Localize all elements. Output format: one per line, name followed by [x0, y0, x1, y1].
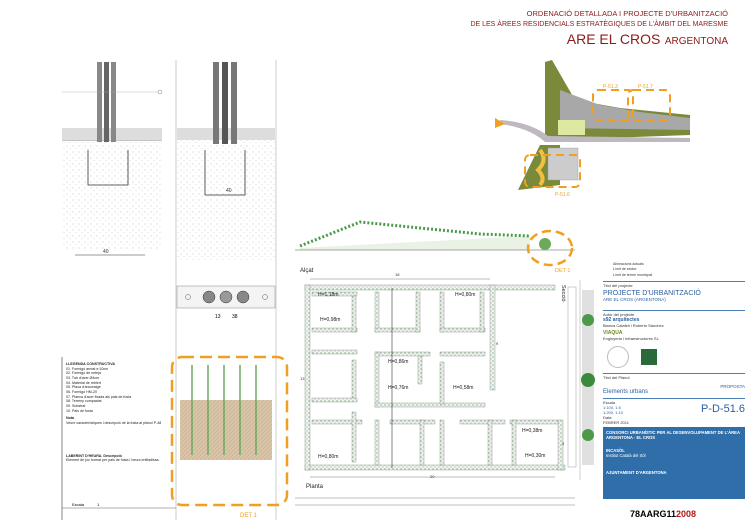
map-label: P-51.6	[555, 192, 570, 198]
project-sub: ARE EL CROS (ARGENTONA)	[603, 297, 666, 303]
foundation-detail-1: 40	[62, 62, 163, 256]
authors-label: Autor del projecte	[603, 310, 745, 317]
incasol-sub: Institut Català del Sòl	[606, 453, 646, 459]
date: FEBRER 2011	[603, 420, 629, 426]
scale-a3: 1:200, 1:10	[603, 410, 624, 416]
map-label: P-51.3	[603, 84, 618, 90]
scale-a1: 1:100, 1:5	[603, 405, 621, 411]
legend-item: 09. Substrat	[66, 404, 86, 409]
legend-entry: Límit de terme municipal	[613, 272, 653, 277]
laberint-text: Element de joc format per pals de fusta …	[66, 458, 160, 463]
foundation-detail-2: 40	[175, 60, 277, 520]
legend-item: 03. Tub d'acer Ø4cm	[66, 376, 100, 381]
maze-plan: 18 20 13 9 3	[300, 272, 566, 479]
viaqua-logo	[641, 349, 657, 366]
det1-label: DET 1	[240, 513, 258, 519]
height-label: H=0,80m	[318, 454, 338, 460]
incasol: INCASÒL	[606, 448, 625, 454]
footer-scale: Escala 1	[72, 502, 99, 507]
firm2: VIAQUA	[603, 330, 623, 337]
code-prefix: 78AARG11	[630, 509, 677, 519]
ajuntament: AJUNTAMENT D'ARGENTONA	[606, 470, 667, 476]
scale-label: Escala	[603, 400, 616, 406]
map-label: P-51.7	[638, 84, 653, 90]
height-label: H=0,98m	[320, 317, 340, 323]
firm1-detail: Blanca Calafell i Roberto Sánchez	[603, 323, 664, 329]
det1-detail: DET 1	[170, 355, 289, 519]
posts-plan: 13 38	[176, 285, 276, 320]
legend-entry: Alineacions actuals	[613, 262, 644, 266]
title-block: Alineacions actuals Límit de sector Lími…	[603, 262, 745, 508]
s92-logo	[607, 346, 629, 369]
project-title: PROJECTE D'URBANITZACIÓ	[603, 290, 701, 298]
laberint-title: LABERINT D'HEURA. Descripció	[66, 453, 122, 458]
construction-legend: LLEGENDA CONSTRUCTIVA 01. Formigó armat …	[66, 362, 171, 463]
header-line-1: ORDENACIÓ DETALLADA I PROJECTE D'URBANIT…	[526, 9, 728, 18]
drawing-code: 78AARG112008	[630, 509, 696, 519]
consorci-name: CONSORCI URBANÍSTIC PER AL DESENVOLUPAME…	[606, 430, 740, 441]
legend-item: 01. Formigó armat e:10cm	[66, 366, 109, 371]
height-label: H=0,76m	[388, 385, 408, 391]
legend-item: 08. Terreny compactat	[66, 399, 102, 404]
note-text: Veure característiques i descripció de l…	[66, 421, 162, 426]
height-label: H=0,38m	[522, 428, 542, 434]
plan-dim-right: 9	[496, 341, 499, 346]
plan-height-labels: H=1,18m H=0,80m H=0,98m H=0,86m H=0,76m …	[318, 292, 545, 460]
date-label: Data	[603, 415, 612, 421]
height-label: H=0,30m	[525, 453, 545, 459]
footer-value: 1	[97, 502, 100, 507]
plan-dim-top: 18	[395, 272, 400, 277]
site-location-map: P-51.6 P-51.3 P-51.7	[495, 60, 690, 198]
height-label: H=0,80m	[455, 292, 475, 298]
status: PROPOSTA	[720, 384, 745, 390]
footer-label: Escala	[72, 502, 85, 507]
firm2-detail: Enginyeria i Infraestructures SL	[603, 336, 659, 342]
legend-item: 10. Pals de fusta	[66, 408, 93, 413]
section-label: Secció	[560, 285, 566, 302]
sheet-number: P-D-51.6	[700, 403, 745, 416]
header-title: ARE EL CROS ARGENTONA	[567, 31, 728, 49]
elevation-det-label: DET 1	[555, 268, 571, 274]
legend-item: 07. Planxa d'acer fixada als pals de fus…	[66, 394, 132, 399]
scale-row: Escala 1:100, 1:5 1:200, 1:10 P-D-51.6	[603, 398, 745, 415]
legend-item: 06. Formigó HM-20	[66, 390, 97, 395]
note-title: Nota	[66, 416, 74, 421]
plan-dim-right2: 3	[562, 441, 565, 446]
plan-title: Elements urbans	[603, 389, 649, 396]
title-sub: ARGENTONA	[664, 36, 728, 47]
elevation-label: Alçat	[300, 268, 314, 274]
legend-item: 02. Formigó de neteja	[66, 371, 101, 376]
height-label: H=0,58m	[453, 385, 473, 391]
height-label: H=1,18m	[318, 292, 338, 298]
dim-40a: 40	[103, 249, 109, 255]
header-line-2: DE LES ÀREES RESIDENCIALS ESTRATÈGIQUES …	[470, 21, 728, 28]
map-legend: Alineacions actuals Límit de sector Lími…	[603, 262, 745, 278]
logos	[607, 345, 745, 369]
legend-item: 05. Placa d'ancoratge	[66, 385, 101, 390]
plan-dim-bottom: 20	[430, 474, 435, 479]
firm1: s92 arquitectes	[603, 317, 640, 324]
height-label: H=0,86m	[388, 359, 408, 365]
plan-title-label: Títol del Plànol	[603, 373, 745, 380]
consorci-block: CONSORCI URBANÍSTIC PER AL DESENVOLUPAME…	[603, 427, 745, 500]
legend-item: 04. Material de reblert	[66, 380, 101, 385]
code-suffix: 2008	[676, 509, 697, 519]
legend-title: LLEGENDA CONSTRUCTIVA	[66, 362, 115, 366]
section-view: Secció	[560, 280, 595, 480]
plan-dim-left: 13	[300, 376, 305, 381]
dim-38: 38	[232, 314, 238, 320]
title-main: ARE EL CROS	[566, 31, 661, 47]
project-label: Títol del projecte	[603, 281, 745, 288]
dim-13: 13	[215, 314, 221, 320]
legend-entry: Límit de sector	[613, 267, 637, 272]
elevation: DET 1 Alçat	[295, 220, 575, 274]
plan-label: Planta	[306, 484, 324, 490]
dim-40b: 40	[226, 188, 232, 194]
